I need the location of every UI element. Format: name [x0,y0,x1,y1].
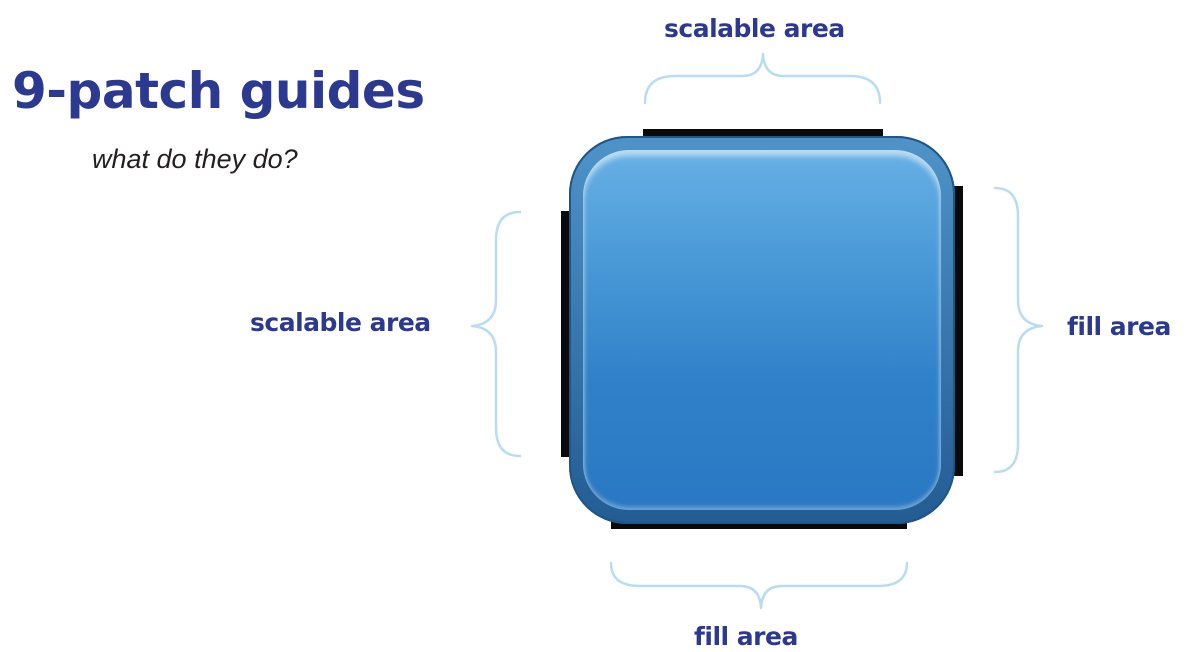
bottom-fill-guide [611,519,907,529]
nine-patch-tile [569,136,955,524]
label-right-fill-area: fill area [1067,312,1171,341]
right-brace [993,186,1044,474]
left-scalable-guide [561,211,571,457]
tile-glossy-face [583,150,941,510]
label-bottom-fill-area: fill area [694,622,798,651]
top-scalable-guide [643,129,883,139]
left-brace [470,210,522,458]
diagram-subtitle: what do they do? [92,144,298,174]
top-brace [643,52,882,105]
right-fill-guide [953,186,963,476]
label-top-scalable-area: scalable area [664,14,845,43]
label-left-scalable-area: scalable area [250,308,431,337]
diagram-title: 9-patch guides [12,62,425,120]
bottom-brace [609,561,909,610]
